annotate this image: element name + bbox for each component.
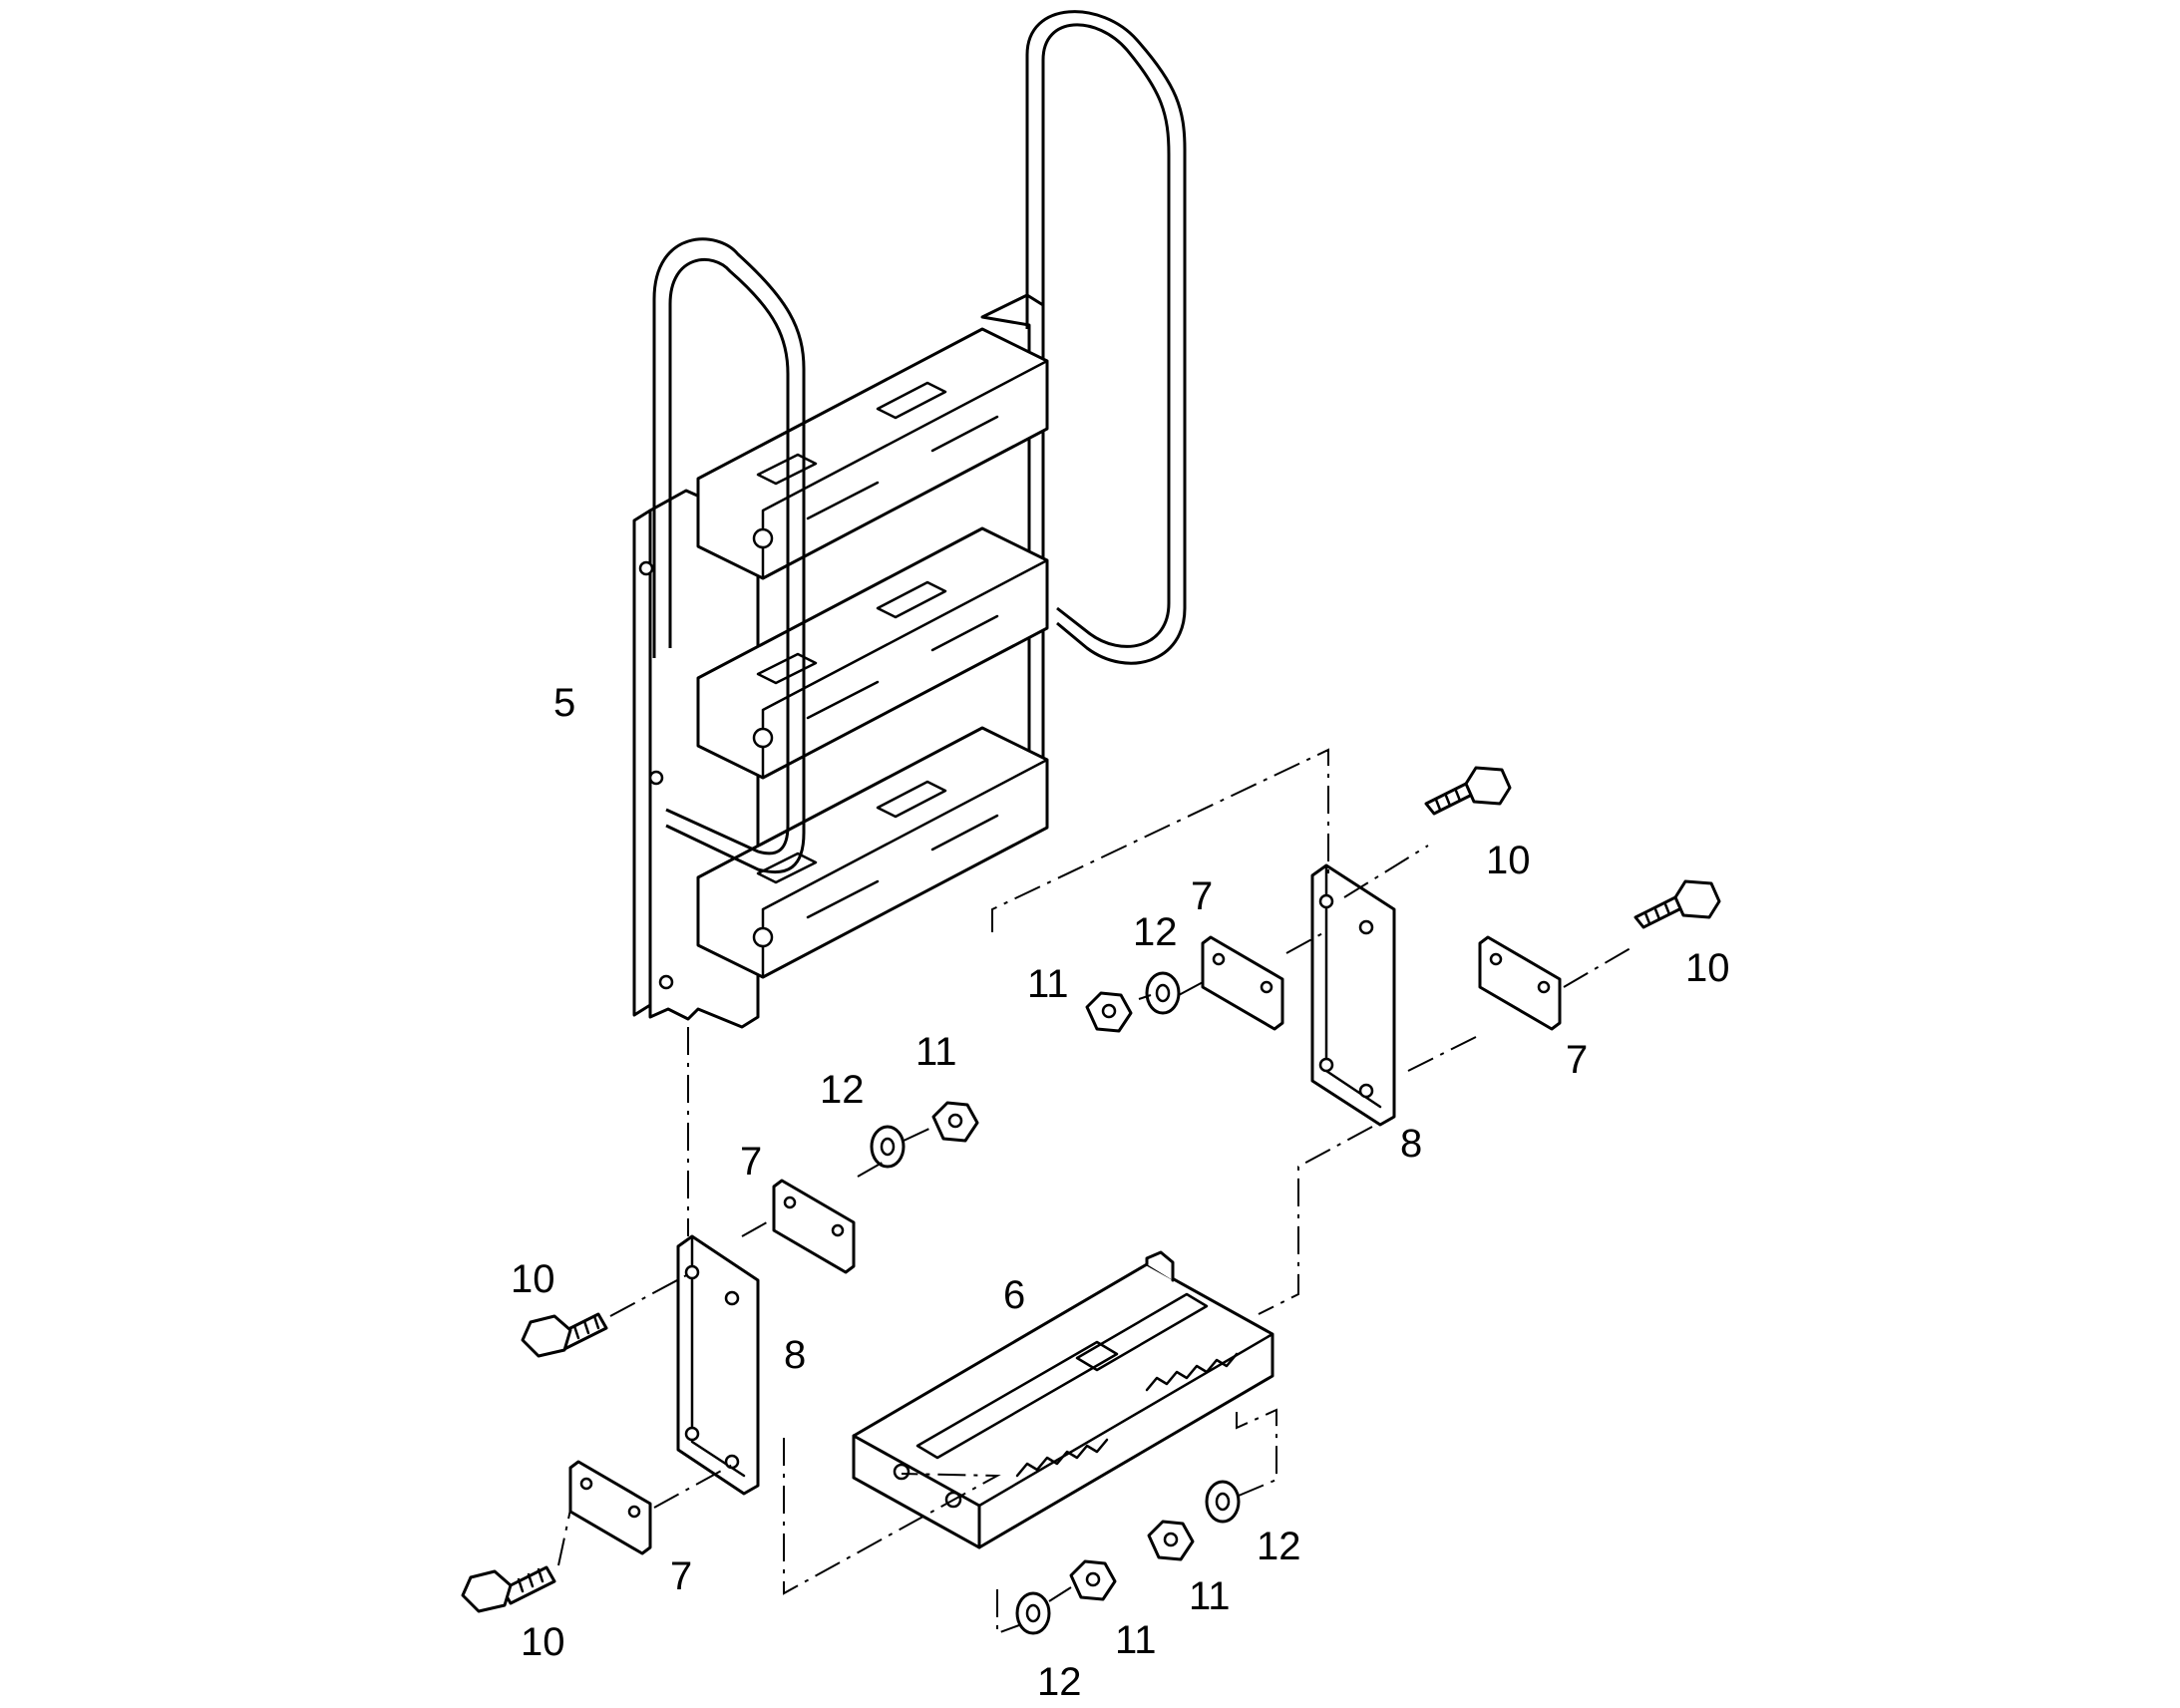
rail-hole [658, 974, 674, 990]
callout-bracket-left: 8 [784, 1333, 806, 1377]
callout-bracket-right: 8 [1400, 1122, 1422, 1166]
callout-plate-b: 7 [1566, 1038, 1588, 1082]
step-slot [756, 852, 818, 884]
callout-washer-c: 12 [1257, 1525, 1301, 1568]
washer-b [870, 1125, 906, 1169]
nut-d [1069, 1559, 1117, 1601]
step-grip [806, 415, 999, 520]
step-notch [752, 727, 774, 749]
bracket-hole [684, 1426, 700, 1442]
bracket-hole [724, 1290, 740, 1306]
step-notch [752, 527, 774, 549]
callout-washer-a: 12 [1133, 910, 1178, 954]
rail-hole [648, 770, 664, 786]
callout-nut-b: 11 [915, 1030, 957, 1074]
washer-c [1205, 1480, 1241, 1524]
callout-bolt-b: 10 [1685, 946, 1730, 990]
assembly-leader-lines [557, 748, 1636, 1635]
callout-bolt-a: 10 [1486, 839, 1531, 882]
step-slot [915, 1340, 1119, 1460]
step-slot [876, 580, 947, 619]
plate-a [1201, 935, 1284, 1031]
step-serration [1145, 1352, 1239, 1392]
callout-labels: 5 6 7 7 7 7 8 8 10 10 10 10 11 11 11 11 … [511, 681, 1730, 1704]
callout-nut-a: 11 [1027, 962, 1069, 1006]
bolt-b [1634, 879, 1721, 929]
step-slot [756, 453, 818, 486]
bracket-hole [1358, 1083, 1374, 1099]
ladder-left-handrail-inner [665, 257, 790, 855]
bracket-hole [684, 1264, 700, 1280]
step-slot [756, 652, 818, 685]
rail-hole [638, 560, 654, 576]
bracket-hole [1358, 919, 1374, 935]
step-serration [1015, 1438, 1109, 1478]
plate-c [772, 1179, 856, 1274]
step-slot [876, 780, 947, 819]
bolt-d [461, 1565, 556, 1613]
step-grip [806, 814, 999, 919]
callout-bottom-step: 6 [1003, 1273, 1025, 1317]
ladder-assembly [632, 10, 1187, 1029]
callout-ladder: 5 [553, 681, 575, 725]
nut-b [931, 1101, 979, 1143]
bracket-left [676, 1234, 760, 1496]
ladder-right-handrail-inner [1041, 23, 1171, 648]
plate-d [568, 1460, 652, 1555]
bracket-hole [1318, 1057, 1334, 1073]
bottom-step [852, 1250, 1274, 1549]
step-slot [876, 381, 947, 420]
bolt-c [521, 1312, 608, 1358]
bracket-right [1310, 863, 1396, 1127]
bracket-hole [1318, 893, 1334, 909]
ladder-right-handrail [1025, 10, 1187, 665]
step-slot [1075, 1292, 1209, 1372]
step-hole [893, 1463, 910, 1481]
plate-b [1478, 935, 1562, 1031]
callout-washer-d: 12 [1037, 1660, 1082, 1704]
step-notch [752, 926, 774, 948]
nut-a [1085, 991, 1133, 1033]
bracket-hole [724, 1454, 740, 1470]
callout-plate-c: 7 [740, 1140, 762, 1184]
callout-bolt-c: 10 [511, 1257, 555, 1301]
ladder-left-handrail [652, 237, 806, 874]
bolt-a [1424, 766, 1512, 816]
callout-washer-b: 12 [820, 1068, 865, 1112]
callout-plate-a: 7 [1191, 874, 1213, 918]
ladder-left-rail [632, 509, 652, 1017]
callout-nut-d: 11 [1115, 1618, 1157, 1662]
callout-nut-c: 11 [1189, 1574, 1231, 1618]
washer-d [1015, 1591, 1051, 1635]
callout-bolt-d: 10 [521, 1620, 565, 1664]
nut-c [1147, 1520, 1195, 1561]
callout-plate-d: 7 [670, 1554, 692, 1598]
step-end-flange [1145, 1250, 1175, 1282]
step-grip [806, 614, 999, 720]
washer-a [1145, 971, 1181, 1015]
